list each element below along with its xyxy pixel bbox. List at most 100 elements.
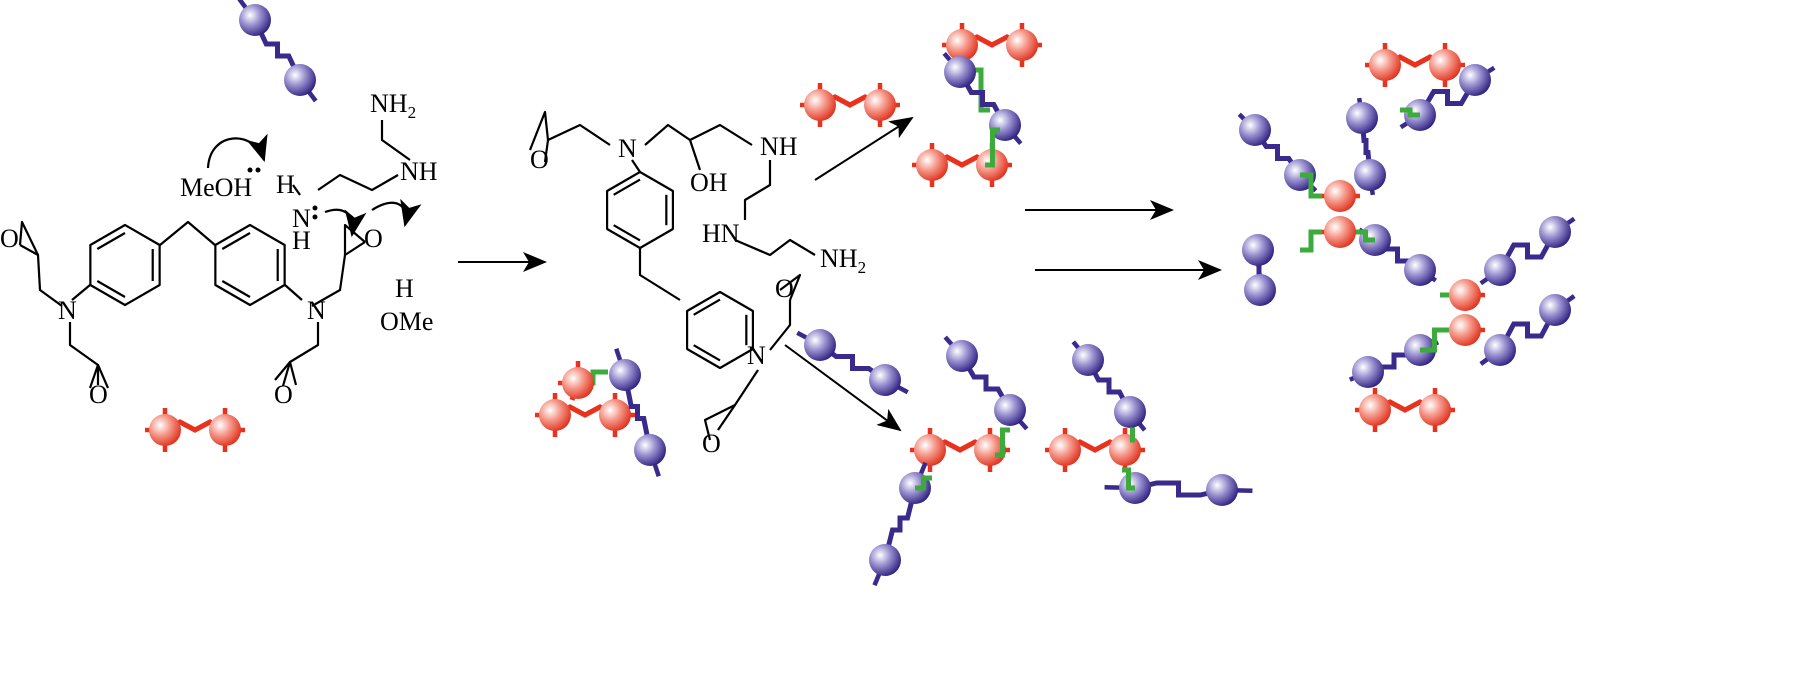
chemical-bonds	[18, 110, 816, 441]
epoxide-oxygen: O	[364, 224, 383, 253]
epoxide-oxygen: O	[702, 429, 721, 458]
red-monomer-bead	[1324, 216, 1356, 248]
intermediate-labels: O O O N N OH NH HN NH2	[530, 132, 866, 458]
hydroxyl-label: OH	[690, 168, 728, 197]
red-monomer-bead	[804, 89, 836, 121]
bond	[71, 284, 91, 301]
red-monomer-bead	[1449, 314, 1481, 346]
red-monomer-bead	[1429, 49, 1461, 81]
red-monomer-bead	[1449, 279, 1481, 311]
amine-hydrogen: H	[292, 226, 311, 255]
blue-chain	[957, 70, 1008, 127]
reactant-tgddm-labels: O O O O N N	[0, 224, 383, 409]
benzene-ring	[214, 223, 286, 307]
blue-monomer-bead	[869, 364, 901, 396]
bond	[68, 322, 100, 385]
green-linker	[1300, 172, 1322, 199]
blue-chain	[1134, 480, 1223, 498]
blue-chain	[1252, 128, 1303, 177]
blue-monomer-bead	[869, 544, 901, 576]
solvent-labels: MeOH H OMe	[180, 167, 433, 336]
reaction-arrow	[814, 116, 914, 181]
amine-nitrogen: N	[747, 341, 766, 370]
blue-chain	[1417, 78, 1478, 117]
epoxide-oxygen: O	[775, 274, 794, 303]
green-linker	[995, 427, 1010, 458]
methoxy-label: OMe	[380, 307, 433, 336]
double-bond	[613, 178, 641, 196]
blue-monomer-bead	[1484, 334, 1516, 366]
benzene-ring	[685, 290, 755, 370]
bond	[743, 160, 772, 220]
double-bond	[693, 298, 721, 316]
red-monomer-bead	[1419, 394, 1451, 426]
red-monomer-bead	[974, 434, 1006, 466]
benzene-ring	[89, 223, 161, 307]
red-monomer-bead	[1324, 180, 1356, 212]
bond	[18, 220, 39, 256]
bond	[717, 369, 759, 431]
bond	[281, 322, 320, 387]
green-linker	[1130, 427, 1135, 443]
blue-chain	[1085, 358, 1133, 414]
bond	[343, 223, 366, 255]
secondary-amine-label: NH	[760, 132, 798, 161]
blue-chain	[882, 487, 918, 561]
bond	[689, 123, 753, 146]
double-bond	[96, 232, 126, 250]
blue-chain	[959, 354, 1013, 412]
bond	[88, 363, 110, 389]
blue-monomer-bead	[989, 109, 1021, 141]
blue-monomer-bead	[1484, 254, 1516, 286]
red-monomer-bead	[149, 414, 181, 446]
blue-monomer-bead	[994, 394, 1026, 426]
blue-monomer-bead	[1206, 474, 1238, 506]
blue-monomer-bead	[804, 329, 836, 361]
green-linker	[1420, 327, 1449, 353]
blue-chain	[1497, 308, 1558, 352]
red-monomer-bead	[1006, 29, 1038, 61]
red-monomer-bead	[539, 399, 571, 431]
electron-pushing-arrow	[371, 198, 422, 228]
green-linker	[1400, 107, 1420, 118]
electron-pushing-arrow	[324, 208, 367, 238]
green-linker	[1122, 467, 1135, 491]
green-linker	[915, 475, 932, 491]
blue-monomer-bead	[1114, 396, 1146, 428]
bond	[779, 273, 802, 301]
amine-hydrogen: H	[276, 170, 295, 199]
blue-monomer-bead	[1352, 356, 1384, 388]
bond	[317, 173, 399, 192]
red-monomer-bead	[916, 149, 948, 181]
blue-monomer-bead	[1244, 274, 1276, 306]
reaction-arrows	[206, 116, 1222, 432]
epoxide-oxygen: O	[530, 145, 549, 174]
bond	[274, 360, 298, 386]
red-monomer-bead	[562, 367, 594, 399]
red-monomer-bead	[1369, 49, 1401, 81]
bond	[292, 184, 301, 196]
blue-monomer-bead	[1072, 344, 1104, 376]
primary-amine-label: NH2	[370, 89, 416, 122]
bond	[751, 348, 754, 351]
green-linker	[1356, 229, 1375, 243]
green-linker	[985, 127, 1000, 168]
benzene-ring	[605, 170, 675, 250]
red-monomer-bead	[1359, 394, 1391, 426]
bond	[703, 404, 736, 441]
amine-nitrogen: N	[618, 134, 637, 163]
red-monomer-bead	[209, 414, 241, 446]
blue-chain	[1359, 117, 1373, 176]
curing-agent-labels: NH2 NH H N H	[276, 89, 438, 255]
bond	[638, 248, 681, 301]
double-bond	[96, 280, 126, 298]
blue-monomer-bead	[609, 359, 641, 391]
bond	[284, 284, 303, 301]
double-bond	[221, 280, 251, 298]
blue-chain	[818, 342, 887, 383]
red-monomer-bead	[599, 399, 631, 431]
blue-monomer-bead	[1539, 294, 1571, 326]
amine-nitrogen: N	[307, 296, 326, 325]
bond	[311, 241, 366, 307]
